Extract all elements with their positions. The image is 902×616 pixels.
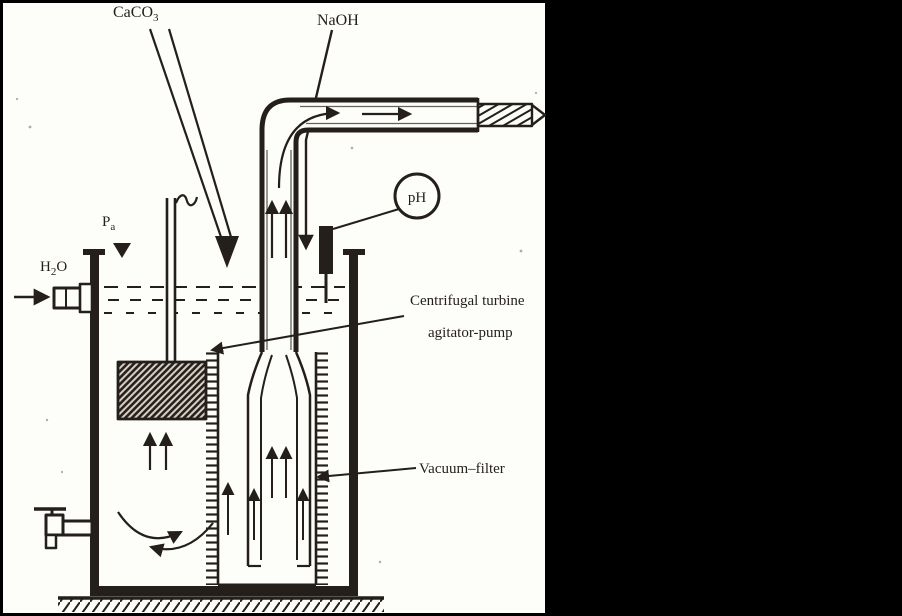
outlet-pipe	[259, 97, 478, 352]
label-vacuum-filter: Vacuum–filter	[419, 461, 505, 477]
ph-meter-dial	[393, 172, 441, 220]
scan-speckles	[15, 91, 538, 564]
leader-centrifugal-turbine	[210, 315, 405, 355]
draft-tube-left	[246, 351, 264, 566]
naoh-feed	[298, 29, 334, 251]
filter-mesh-right	[316, 352, 328, 585]
water-inlet	[14, 282, 94, 314]
agitator	[116, 194, 208, 421]
caco3-feed	[148, 28, 239, 268]
caco3-feed-arrow	[215, 236, 239, 268]
filter-mesh-left	[206, 352, 218, 585]
ph-probe	[319, 226, 333, 274]
label-caco3: CaCO3	[113, 4, 159, 24]
motor-coupling-squiggle	[174, 194, 199, 207]
circulation-arrows	[117, 431, 214, 558]
label-centrifugal-turbine: Centrifugal turbine	[410, 293, 525, 309]
label-ph: pH	[408, 190, 427, 206]
ph-meter	[319, 172, 441, 303]
label-h2o: H2O	[40, 259, 67, 278]
drain-tap	[34, 507, 94, 550]
vacuum-filter-assembly	[206, 351, 328, 587]
filter-flow-arrows	[221, 446, 310, 540]
label-agitator-pump: agitator-pump	[428, 325, 513, 341]
leader-vacuum-filter	[316, 467, 417, 483]
draft-tube-right	[294, 351, 312, 566]
tank-shell	[83, 249, 365, 596]
label-naoh: NaOH	[317, 12, 359, 29]
pipe-flow-arrows	[264, 105, 413, 258]
ground-hatch	[58, 596, 384, 612]
outlet-pipe-bore	[262, 100, 478, 352]
label-pa: Pa	[102, 214, 115, 233]
ph-lead-wire	[332, 208, 400, 230]
liquid-surface	[104, 286, 345, 314]
turbine-impeller	[116, 360, 208, 421]
level-marker-triangle	[113, 243, 131, 258]
nozzle-tip	[531, 104, 547, 126]
outlet-nozzle	[476, 98, 547, 132]
labels: CaCO3 NaOH pH Pa H2O Centrifugal turbine…	[40, 4, 525, 477]
